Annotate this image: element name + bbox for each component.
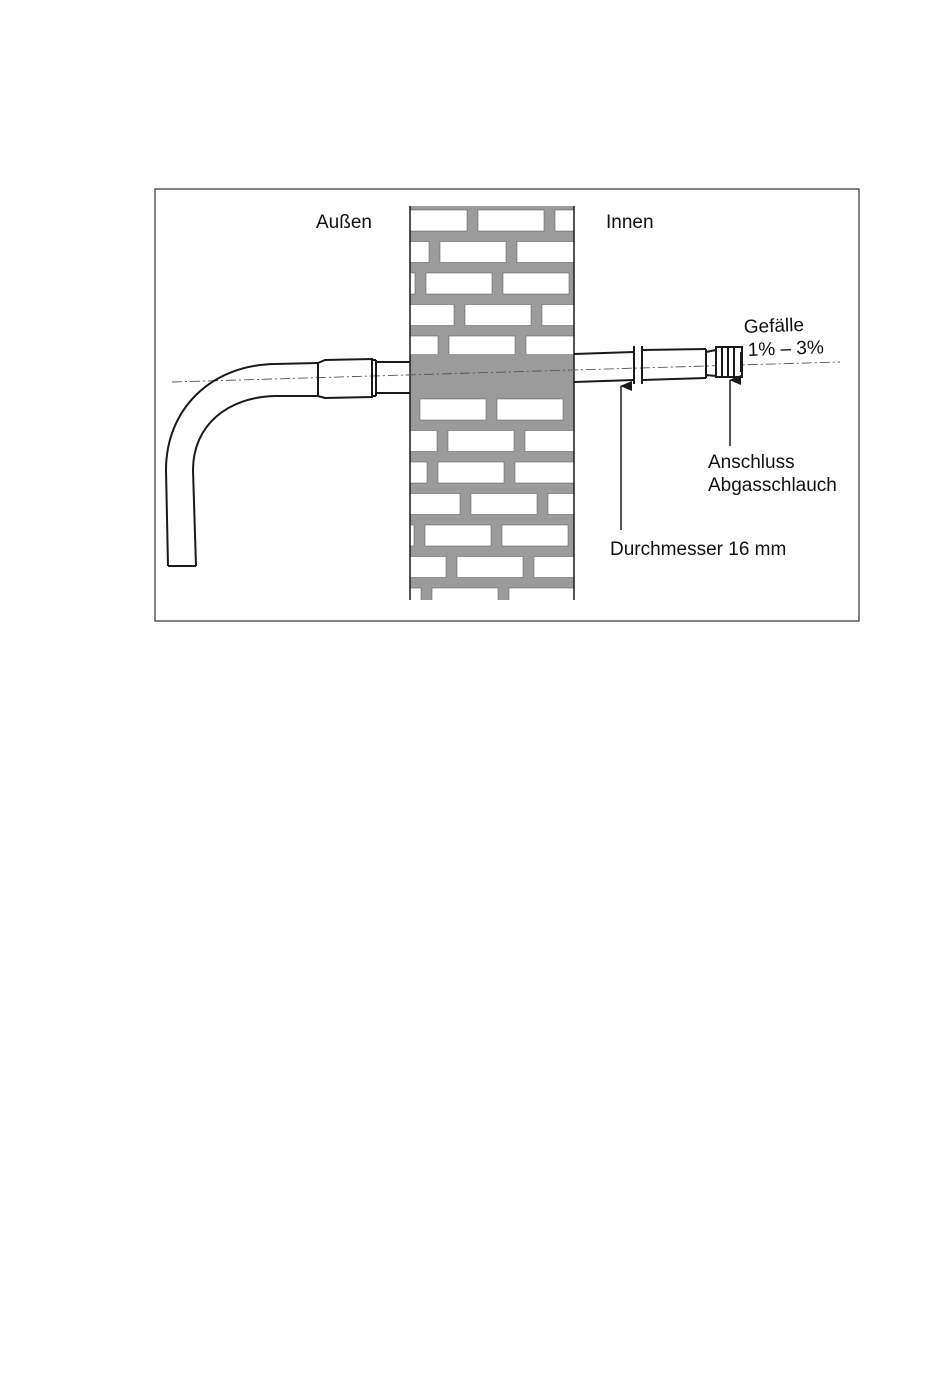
brick xyxy=(294,431,360,452)
brick xyxy=(401,210,467,231)
brick xyxy=(502,525,568,546)
brick xyxy=(448,431,514,452)
brick xyxy=(355,588,421,609)
brick xyxy=(438,462,504,483)
label-slope-title: Gefälle xyxy=(743,315,804,338)
brick xyxy=(286,242,352,263)
outside-pipe xyxy=(166,359,410,566)
brick xyxy=(497,399,563,420)
brick xyxy=(388,305,454,326)
brick xyxy=(517,242,583,263)
brick xyxy=(425,525,491,546)
label-connection-line1: Anschluss xyxy=(708,452,795,473)
brick xyxy=(525,431,591,452)
brick xyxy=(503,273,569,294)
brick xyxy=(348,525,414,546)
brick xyxy=(317,494,383,515)
brick xyxy=(394,494,460,515)
brick xyxy=(303,557,369,578)
label-connection-line2: Abgasschlauch xyxy=(708,475,837,496)
brick xyxy=(432,588,498,609)
brick xyxy=(349,273,415,294)
brick xyxy=(449,336,515,357)
brick xyxy=(361,462,427,483)
brick xyxy=(534,557,600,578)
brick xyxy=(478,210,544,231)
brick xyxy=(426,273,492,294)
brick xyxy=(371,431,437,452)
brick xyxy=(343,399,409,420)
brick xyxy=(580,273,646,294)
brick xyxy=(440,242,506,263)
wall-opening xyxy=(410,354,574,392)
brick xyxy=(471,494,537,515)
brick xyxy=(509,588,575,609)
brick xyxy=(515,462,581,483)
brick xyxy=(465,305,531,326)
exhaust-pipe-installation-diagram: Außen Innen Gefälle 1% – 3% Anschluss Ab… xyxy=(0,0,950,700)
label-outside: Außen xyxy=(316,212,372,233)
brick-wall xyxy=(286,206,646,609)
brick xyxy=(548,494,614,515)
brick xyxy=(311,305,377,326)
label-diameter: Durchmesser 16 mm xyxy=(610,539,786,560)
inside-pipe xyxy=(574,346,716,384)
brick xyxy=(372,336,438,357)
brick xyxy=(457,557,523,578)
hose-connector-icon xyxy=(716,347,743,377)
brick xyxy=(363,242,429,263)
brick xyxy=(380,557,446,578)
brick xyxy=(542,305,608,326)
figure: Außen Innen Gefälle 1% – 3% Anschluss Ab… xyxy=(0,0,950,700)
brick xyxy=(420,399,486,420)
label-inside: Innen xyxy=(606,212,654,233)
brick xyxy=(574,399,640,420)
label-slope-value: 1% – 3% xyxy=(747,337,824,361)
